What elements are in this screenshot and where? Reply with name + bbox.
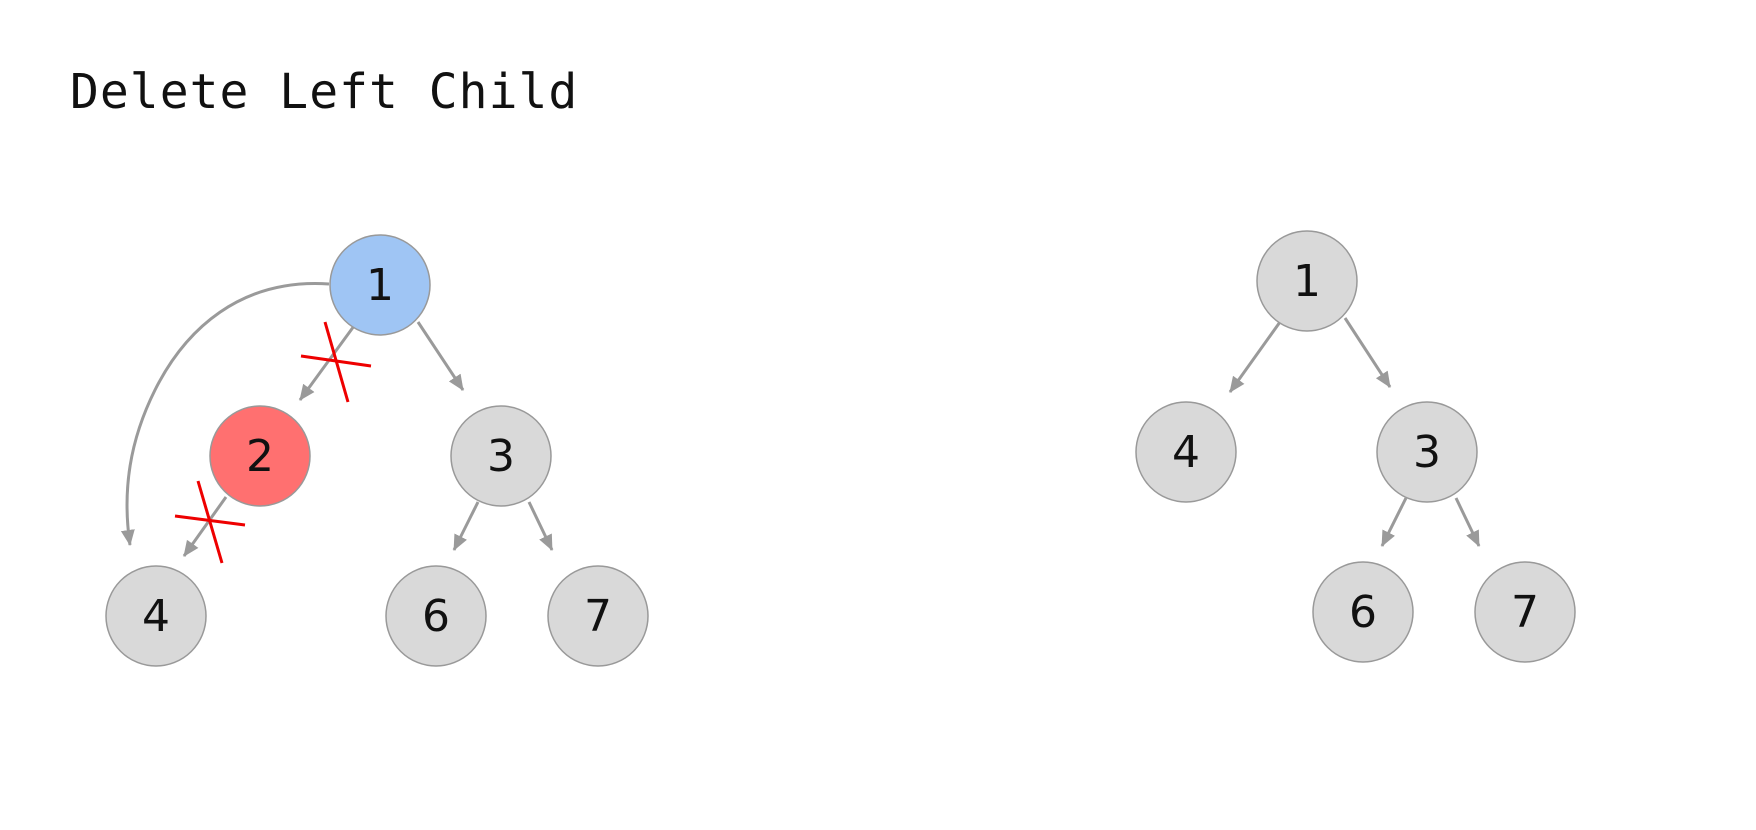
tree-node: 7	[547, 565, 649, 667]
edge-3-to-7	[527, 501, 554, 551]
node-circle-current	[329, 234, 431, 336]
node-label: 6	[1349, 587, 1377, 638]
node-label: 2	[246, 431, 274, 482]
node-label: 4	[1172, 427, 1200, 478]
after-tree: 1 4 3 6 7	[1135, 230, 1576, 663]
node-circle	[1135, 401, 1237, 503]
node-circle	[1312, 561, 1414, 663]
tree-node: 1	[329, 234, 431, 336]
node-circle	[547, 565, 649, 667]
edge-3-to-6	[452, 501, 480, 551]
edge-1-to-4-curved	[120, 282, 330, 546]
node-label: 1	[1293, 256, 1321, 307]
tree-node: 6	[385, 565, 487, 667]
tree-node: 6	[1312, 561, 1414, 663]
edge-1-to-3	[1343, 317, 1392, 388]
tree-node: 4	[1135, 401, 1237, 503]
tree-node: 7	[1474, 561, 1576, 663]
before-tree: 1 2 3 4 6 7	[105, 234, 649, 667]
diagram-title: Delete Left Child	[70, 64, 579, 120]
node-label: 7	[1511, 587, 1539, 638]
removed-edge-cross-1-2	[300, 321, 372, 403]
tree-node: 3	[1376, 401, 1478, 503]
node-circle	[105, 565, 207, 667]
node-circle	[385, 565, 487, 667]
edge-2-to-4	[182, 496, 228, 557]
node-label: 3	[1413, 427, 1441, 478]
edge-3-to-7	[1454, 497, 1481, 547]
tree-node: 4	[105, 565, 207, 667]
tree-node: 1	[1256, 230, 1358, 332]
node-label: 1	[366, 260, 394, 311]
edge-1-to-2	[298, 325, 356, 401]
node-label: 4	[142, 591, 170, 642]
node-circle	[1376, 401, 1478, 503]
node-circle-deleted	[209, 405, 311, 507]
removed-edge-cross-2-4	[174, 480, 246, 564]
tree-node: 3	[450, 405, 552, 507]
edge-1-to-3	[416, 321, 465, 391]
edge-3-to-6	[1380, 497, 1408, 547]
edge-1-to-4	[1228, 321, 1282, 393]
node-circle	[450, 405, 552, 507]
node-circle	[1474, 561, 1576, 663]
tree-node: 2	[209, 405, 311, 507]
node-label: 6	[422, 591, 450, 642]
node-label: 7	[584, 591, 612, 642]
node-circle	[1256, 230, 1358, 332]
node-label: 3	[487, 431, 515, 482]
